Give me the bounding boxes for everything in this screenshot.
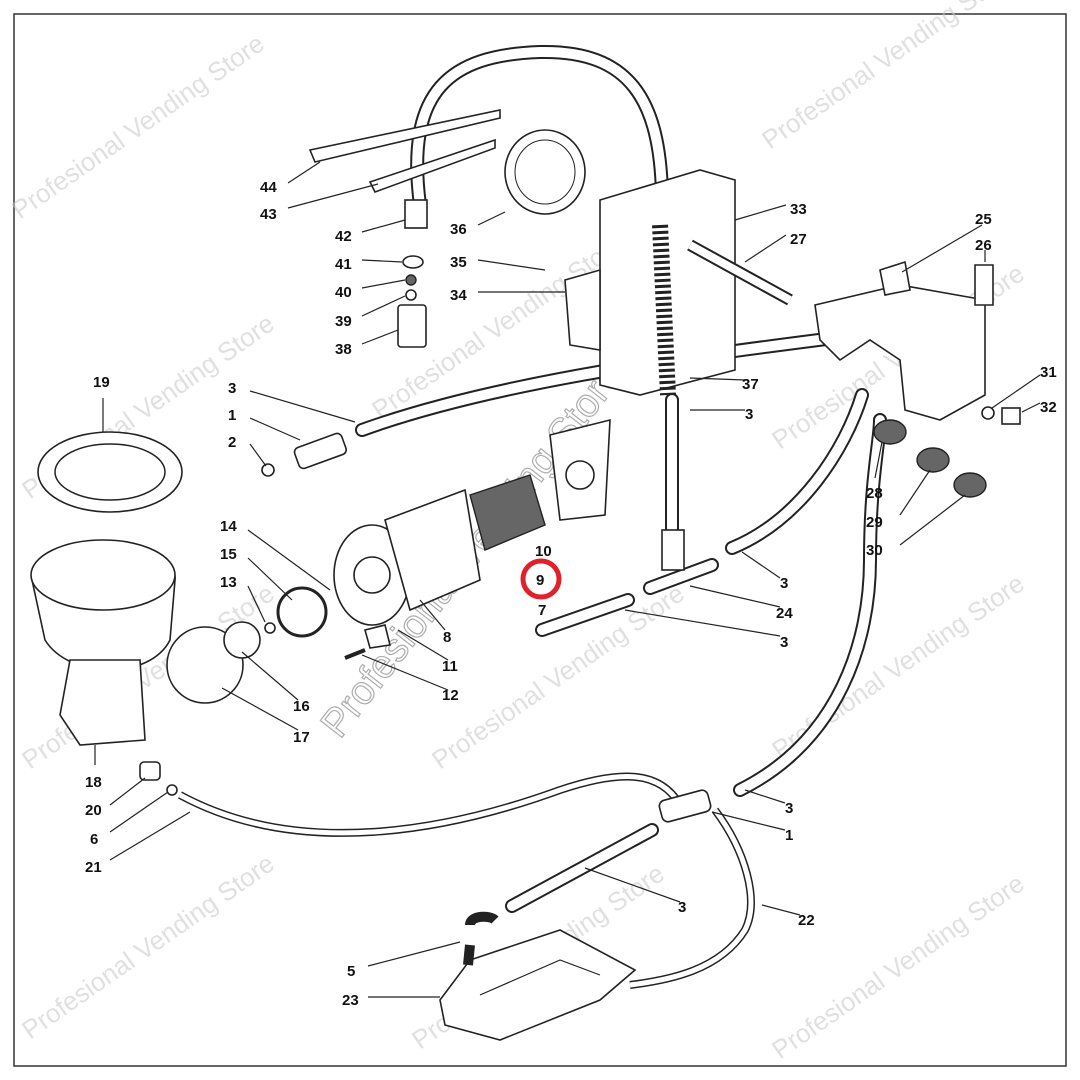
callout-19: 19 — [93, 374, 110, 391]
callout-21: 21 — [85, 859, 102, 876]
callout-3: 3 — [780, 575, 788, 592]
callout-6: 6 — [90, 831, 98, 848]
callout-35: 35 — [450, 254, 467, 271]
callout-1: 1 — [228, 407, 236, 424]
callout-15: 15 — [220, 546, 237, 563]
frame-border — [13, 13, 1067, 1067]
callout-39: 39 — [335, 313, 352, 330]
leader-lines — [94, 161, 1041, 998]
watermark: Profesional Vending Store — [756, 0, 1019, 155]
callout-3: 3 — [678, 899, 686, 916]
callout-40: 40 — [335, 284, 352, 301]
base-tray — [439, 911, 637, 1041]
callout-43: 43 — [260, 206, 277, 223]
callout-18: 18 — [85, 774, 102, 791]
callout-3: 3 — [780, 634, 788, 651]
callout-3: 3 — [228, 380, 236, 397]
callout-14: 14 — [220, 518, 237, 535]
callout-36: 36 — [450, 221, 467, 238]
callout-44: 44 — [260, 179, 277, 196]
callout-26: 26 — [975, 237, 992, 254]
callout-3: 3 — [785, 800, 793, 817]
grinder — [30, 431, 347, 796]
highlight-circle — [520, 558, 562, 600]
callout-1: 1 — [785, 827, 793, 844]
callout-38: 38 — [335, 341, 352, 358]
callout-23: 23 — [342, 992, 359, 1009]
callout-25: 25 — [975, 211, 992, 228]
callout-41: 41 — [335, 256, 352, 273]
callout-20: 20 — [85, 802, 102, 819]
callout-3: 3 — [745, 406, 753, 423]
callout-10: 10 — [535, 543, 552, 560]
callout-37: 37 — [742, 376, 759, 393]
watermark: Profesional Vending Store — [16, 848, 279, 1045]
callout-2: 2 — [228, 434, 236, 451]
callout-32: 32 — [1040, 399, 1057, 416]
callout-29: 29 — [866, 514, 883, 531]
callout-8: 8 — [443, 629, 451, 646]
callout-11: 11 — [442, 658, 458, 675]
callout-5: 5 — [347, 963, 355, 980]
callout-9-highlighted: 9 — [536, 572, 544, 589]
callout-22: 22 — [798, 912, 815, 929]
callout-42: 42 — [335, 228, 352, 245]
callout-33: 33 — [790, 201, 807, 218]
watermark: Profesional Vending Store — [6, 28, 269, 225]
callout-17: 17 — [293, 729, 310, 746]
motor-assembly — [333, 418, 611, 660]
callout-7: 7 — [538, 602, 546, 619]
callout-labels: 44 43 42 41 40 39 38 36 35 34 33 27 25 2… — [85, 179, 1057, 1009]
watermark: Profesional Vending Store — [426, 578, 689, 775]
callout-31: 31 — [1040, 364, 1057, 381]
callout-27: 27 — [790, 231, 807, 248]
watermark: Profesional Vending Store — [766, 868, 1029, 1065]
callout-12: 12 — [442, 687, 459, 704]
callout-24: 24 — [776, 605, 793, 622]
callout-13: 13 — [220, 574, 237, 591]
callout-28: 28 — [866, 485, 883, 502]
bracket — [814, 260, 1021, 498]
pump-housing — [308, 109, 793, 396]
callout-34: 34 — [450, 287, 467, 304]
callout-30: 30 — [866, 542, 883, 559]
callout-16: 16 — [293, 698, 310, 715]
